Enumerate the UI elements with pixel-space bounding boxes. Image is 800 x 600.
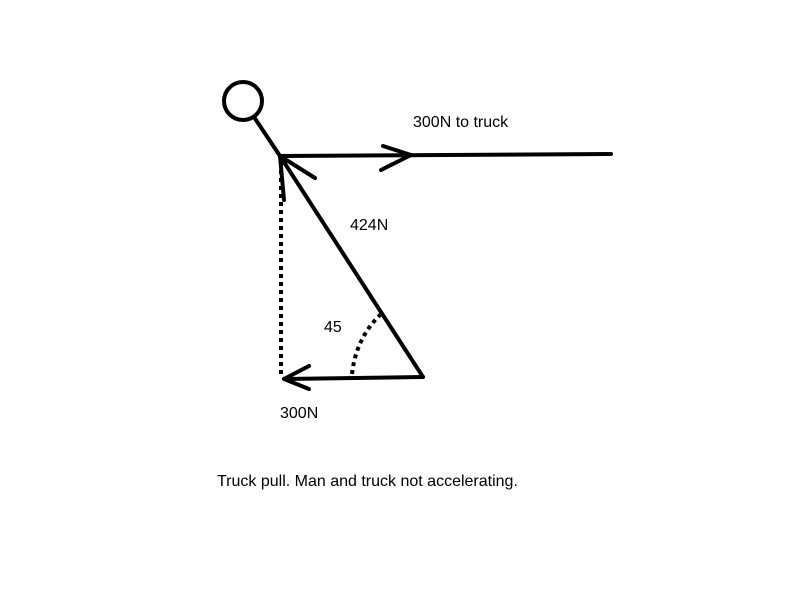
horizontal-force-label: 300N bbox=[280, 405, 318, 422]
horizontal-force-line bbox=[282, 375, 425, 381]
horizontal-force-arrowhead bbox=[282, 364, 311, 391]
person-body-line bbox=[252, 115, 282, 158]
resultant-force-line bbox=[278, 154, 425, 379]
caption-text: Truck pull. Man and truck not accelerati… bbox=[217, 473, 518, 490]
truck-rope-arrowhead bbox=[379, 144, 413, 172]
angle-label: 45 bbox=[324, 319, 342, 336]
resultant-force-label: 424N bbox=[350, 217, 388, 234]
person-head bbox=[222, 80, 264, 122]
resultant-force-arrowhead bbox=[278, 154, 317, 202]
angle-arc-dotted bbox=[350, 312, 383, 375]
truck-rope-line bbox=[278, 152, 613, 158]
truck-force-label: 300N to truck bbox=[413, 114, 509, 131]
